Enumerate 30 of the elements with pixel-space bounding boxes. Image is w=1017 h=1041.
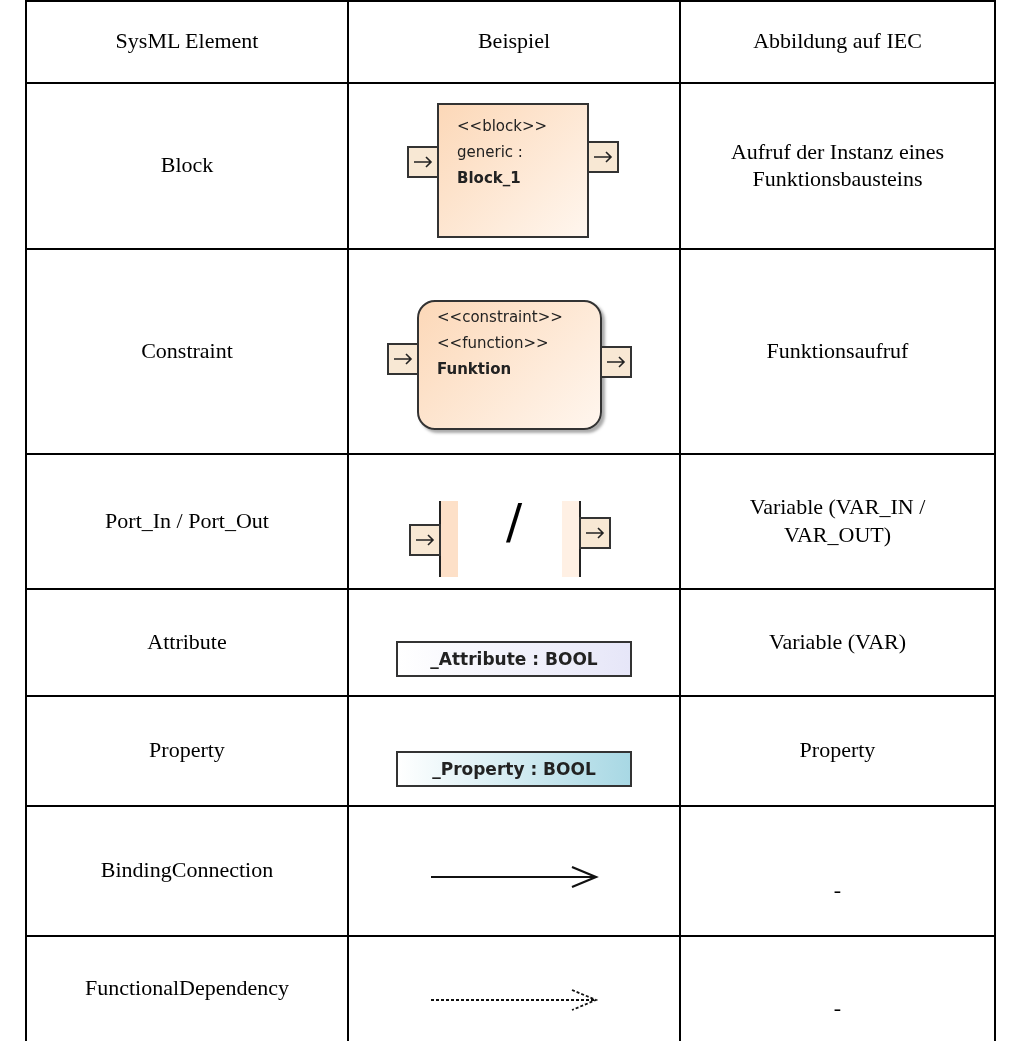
element-text: <<function>>: [437, 333, 550, 354]
element-name: Constraint: [141, 336, 233, 365]
element-name: FunctionalDependency: [84, 974, 290, 1002]
element-text: _Property : BOOL: [432, 758, 596, 781]
property-box: [396, 751, 632, 787]
element-text: generic :: [457, 142, 524, 163]
column-header: Beispiel: [477, 27, 551, 55]
mapping-text: Variable (VAR_IN / VAR_OUT): [748, 493, 927, 548]
element-name: Block: [160, 151, 214, 179]
mapping-text: Aufruf der Instanz eines Funktionsbausteins: [729, 137, 946, 193]
attribute-box: [396, 641, 632, 677]
element-name: Attribute: [147, 627, 227, 656]
block-box: [437, 103, 589, 238]
element-title: Block_1: [457, 168, 522, 189]
mapping-text: -: [833, 994, 842, 1022]
stereotype-text: <<block>>: [457, 116, 549, 137]
stereotype-text: <<constraint>>: [437, 307, 564, 328]
element-name: BindingConnection: [100, 856, 274, 884]
mapping-text: -: [833, 876, 842, 904]
mapping-text: Property: [799, 736, 876, 764]
element-text: _Attribute : BOOL: [430, 648, 598, 671]
element-name: Property: [149, 736, 225, 764]
mapping-text: Funktionsaufruf: [766, 336, 909, 365]
element-name: Port_In / Port_Out: [105, 506, 269, 535]
constraint-box: [417, 300, 602, 430]
separator-slash: /: [505, 491, 523, 551]
column-header: Abbildung auf IEC: [753, 27, 922, 55]
mapping-text: Variable (VAR): [768, 627, 907, 656]
element-title: Funktion: [437, 359, 513, 380]
column-header: SysML Element: [115, 27, 259, 55]
